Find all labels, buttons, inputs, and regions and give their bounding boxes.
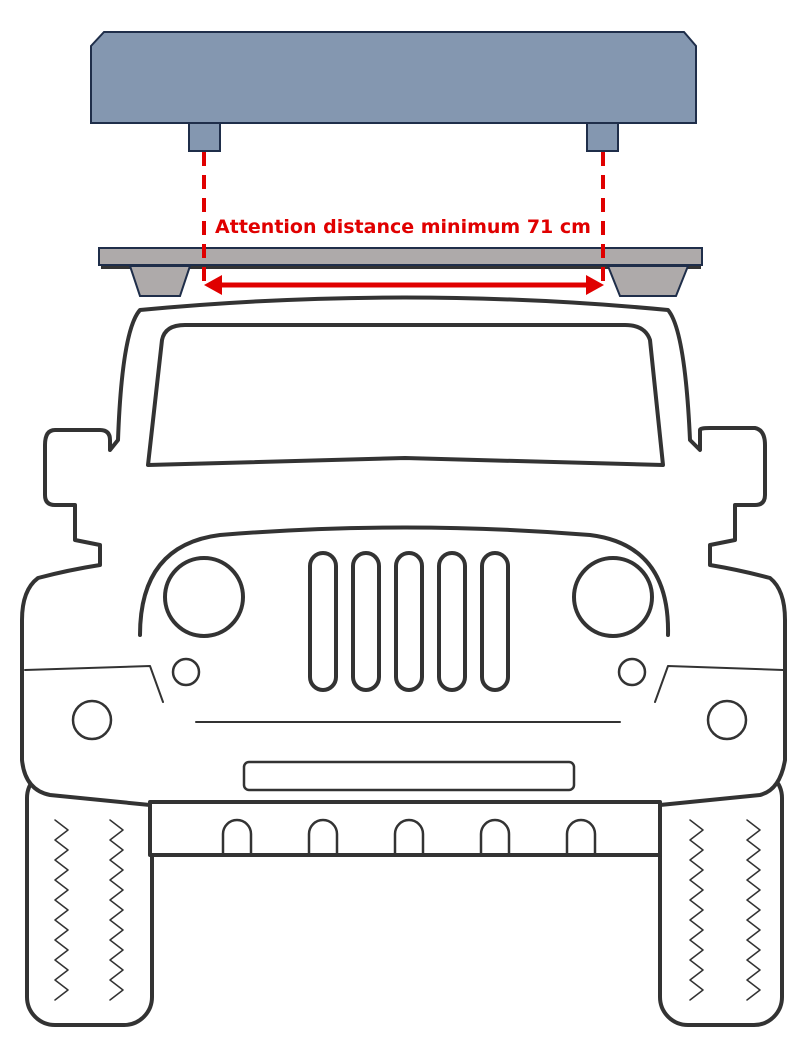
light-bar [242,760,576,792]
grille-slot [351,551,381,692]
bumper [148,800,662,857]
tire-right [658,768,784,1027]
tent-mount-right [586,122,619,152]
indicator-left [171,657,201,687]
grille-slot [308,551,338,692]
windshield [146,323,665,467]
fog-light-left [71,699,113,741]
roof-top-tent-icon [90,31,697,152]
tent-mount-left [188,122,221,152]
arrowhead-right [586,275,604,295]
distance-label: Attention distance minimum 71 cm [215,216,591,238]
roof-rack-icon [98,247,703,297]
grille-arc [138,525,671,637]
jeep-front-view-icon [20,295,787,1027]
vehicle-body [20,295,787,807]
arrowhead-left [204,275,222,295]
grille-slot [437,551,467,692]
grille-slot [394,551,424,692]
fog-light-right [706,699,748,741]
headlight-right [572,556,654,638]
grille-slot [480,551,510,692]
distance-measurement: Attention distance minimum 71 cm [202,152,605,295]
tire-left [25,768,154,1027]
headlight-left [163,556,245,638]
indicator-right [617,657,647,687]
